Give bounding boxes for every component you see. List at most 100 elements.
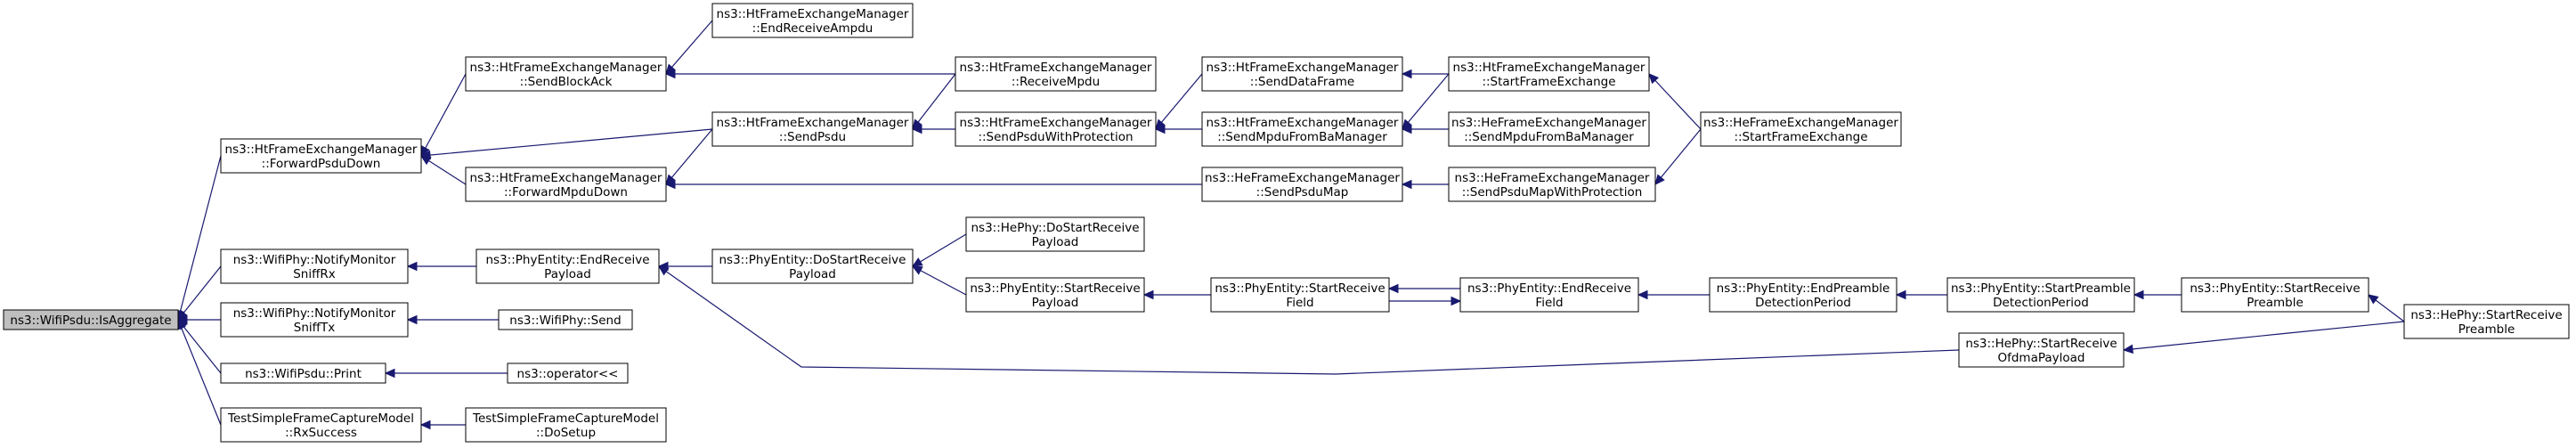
node-box (465, 407, 667, 443)
node-htfem-sendpsduwithprotection[interactable]: ns3::HtFrameExchangeManager::SendPsduWit… (955, 111, 1157, 147)
node-box (1448, 111, 1650, 147)
edge-htfem-sendpsdu-to-htfem-forwardpsdudown (420, 128, 713, 157)
arrowhead-icon (1142, 289, 1154, 300)
node-phyentity-startpreambledetectionperiod[interactable]: ns3::PhyEntity::StartPreambleDetectionPe… (1946, 277, 2135, 313)
node-testsimpleframecapturemodel-dosetup[interactable]: TestSimpleFrameCaptureModel::DoSetup (465, 407, 667, 443)
node-testsimpleframecapturemodel-rxsuccess[interactable]: TestSimpleFrameCaptureModel::RxSuccess (220, 407, 422, 443)
node-htfem-endreceiveampdu[interactable]: ns3::HtFrameExchangeManager::EndReceiveA… (711, 3, 914, 38)
node-phyentity-endpreambledetectionperiod[interactable]: ns3::PhyEntity::EndPreambleDetectionPeri… (1709, 277, 1897, 313)
node-box (220, 138, 422, 174)
arrowhead-icon (1401, 124, 1412, 134)
node-box (1700, 111, 1902, 147)
node-label: ::EndReceiveAmpdu (752, 21, 874, 36)
node-label: TestSimpleFrameCaptureModel (227, 411, 414, 426)
arrowhead-icon (911, 265, 923, 275)
arrowhead-icon (2368, 294, 2379, 305)
arrowhead-icon (911, 124, 922, 134)
node-label: DetectionPeriod (1993, 296, 2089, 310)
node-label: ns3::WifiPhy::Send (509, 314, 621, 328)
node-box (955, 56, 1157, 92)
node-hefem-sendmpdufrombamanager[interactable]: ns3::HeFrameExchangeManager::SendMpduFro… (1448, 111, 1650, 147)
node-label: ns3::PhyEntity::DoStartReceive (719, 253, 906, 267)
node-htfem-sendpsdu[interactable]: ns3::HtFrameExchangeManager::SendPsdu (711, 111, 914, 147)
node-label: ns3::HeFrameExchangeManager (1455, 171, 1650, 185)
arrowhead-icon (406, 261, 418, 272)
node-label: Payload (1032, 235, 1079, 249)
node-label: Payload (1032, 296, 1079, 310)
node-htfem-sendmpdufrombamanager[interactable]: ns3::HtFrameExchangeManager::SendMpduFro… (1201, 111, 1403, 147)
node-label: ns3::PhyEntity::StartReceive (2190, 281, 2360, 296)
node-label: ::SendPsdu (779, 130, 846, 144)
node-label: OfdmaPayload (1997, 351, 2084, 365)
arrowhead-icon (419, 155, 432, 166)
node-box (465, 56, 667, 92)
node-wifipsdu-isaggregate[interactable]: ns3::WifiPsdu::IsAggregate (3, 309, 179, 330)
node-label: ns3::PhyEntity::StartPreamble (1951, 281, 2131, 296)
arrowhead-icon (664, 69, 676, 79)
node-box (220, 407, 422, 443)
node-box (220, 362, 386, 384)
edge-hefem-startframeexchange-to-htfem-startframeexchange (1648, 73, 1702, 130)
arrowhead-icon (406, 314, 418, 325)
arrowhead-icon (1451, 296, 1462, 306)
node-label: ns3::HeFrameExchangeManager (1205, 171, 1400, 185)
edges-layer (175, 20, 2405, 430)
node-label: Field (1286, 296, 1313, 310)
node-label: DetectionPeriod (1755, 296, 1851, 310)
node-htfem-forwardmpdudown[interactable]: ns3::HtFrameExchangeManager::ForwardMpdu… (465, 167, 667, 202)
node-box (711, 111, 914, 147)
node-wifiphy-send[interactable]: ns3::WifiPhy::Send (498, 309, 633, 330)
node-label: ::StartFrameExchange (1734, 130, 1867, 144)
node-operator-ltlt[interactable]: ns3::operator<< (507, 362, 629, 384)
node-htfem-startframeexchange[interactable]: ns3::HtFrameExchangeManager::StartFrameE… (1448, 56, 1650, 92)
arrowhead-icon (1401, 179, 1412, 190)
node-label: TestSimpleFrameCaptureModel (472, 411, 659, 426)
edge-htfem-forwardpsdudown-to-wifipsdu-isaggregate (177, 155, 222, 321)
node-label: ns3::WifiPhy::NotifyMonitor (233, 306, 396, 321)
node-box (2403, 304, 2570, 339)
node-htfem-receivempdu[interactable]: ns3::HtFrameExchangeManager::ReceiveMpdu (955, 56, 1157, 92)
node-label: ns3::HtFrameExchangeManager (470, 171, 662, 185)
arrowhead-icon (1154, 124, 1166, 134)
node-label: ns3::HtFrameExchangeManager (1207, 116, 1399, 130)
node-label: ns3::WifiPsdu::Print (245, 367, 362, 381)
node-label: ::SendDataFrame (1250, 75, 1354, 89)
node-hefem-startframeexchange[interactable]: ns3::HeFrameExchangeManager::StartFrameE… (1700, 111, 1902, 147)
node-hefem-sendpsdumap[interactable]: ns3::HeFrameExchangeManager::SendPsduMap (1201, 167, 1403, 202)
node-label: ::SendBlockAck (520, 75, 613, 89)
arrowhead-icon (911, 257, 923, 267)
node-label: ::SendPsduWithProtection (978, 130, 1133, 144)
arrowhead-icon (1637, 289, 1648, 300)
node-wifipsdu-print[interactable]: ns3::WifiPsdu::Print (220, 362, 386, 384)
node-hefem-sendpsdumapwithprotection[interactable]: ns3::HeFrameExchangeManager::SendPsduMap… (1448, 167, 1656, 202)
node-label: ns3::PhyEntity::EndReceive (486, 253, 650, 267)
node-label: ns3::operator<< (517, 367, 619, 381)
node-label: ns3::HtFrameExchangeManager (717, 116, 909, 130)
node-label: Payload (789, 267, 836, 281)
node-label: ns3::PhyEntity::EndPreamble (1717, 281, 1890, 296)
node-htfem-senddataframe[interactable]: ns3::HtFrameExchangeManager::SendDataFra… (1201, 56, 1403, 92)
arrowhead-icon (1387, 283, 1399, 294)
node-htfem-forwardpsdudown[interactable]: ns3::HtFrameExchangeManager::ForwardPsdu… (220, 138, 422, 174)
edge-testsimpleframecapturemodel-rxsuccess-to-wifipsdu-isaggregate (177, 319, 222, 426)
node-label: ns3::WifiPsdu::IsAggregate (10, 314, 171, 328)
node-label: ::ReceiveMpdu (1012, 75, 1100, 89)
edge-wifipsdu-print-to-wifipsdu-isaggregate (177, 319, 222, 374)
node-box (711, 3, 914, 38)
edge-htfem-sendblockack-to-htfem-forwardpsdudown (420, 73, 467, 157)
node-label: ns3::HePhy::StartReceive (1965, 337, 2117, 351)
node-label: ns3::HtFrameExchangeManager (717, 7, 909, 21)
node-htfem-sendblockack[interactable]: ns3::HtFrameExchangeManager::SendBlockAc… (465, 56, 667, 92)
